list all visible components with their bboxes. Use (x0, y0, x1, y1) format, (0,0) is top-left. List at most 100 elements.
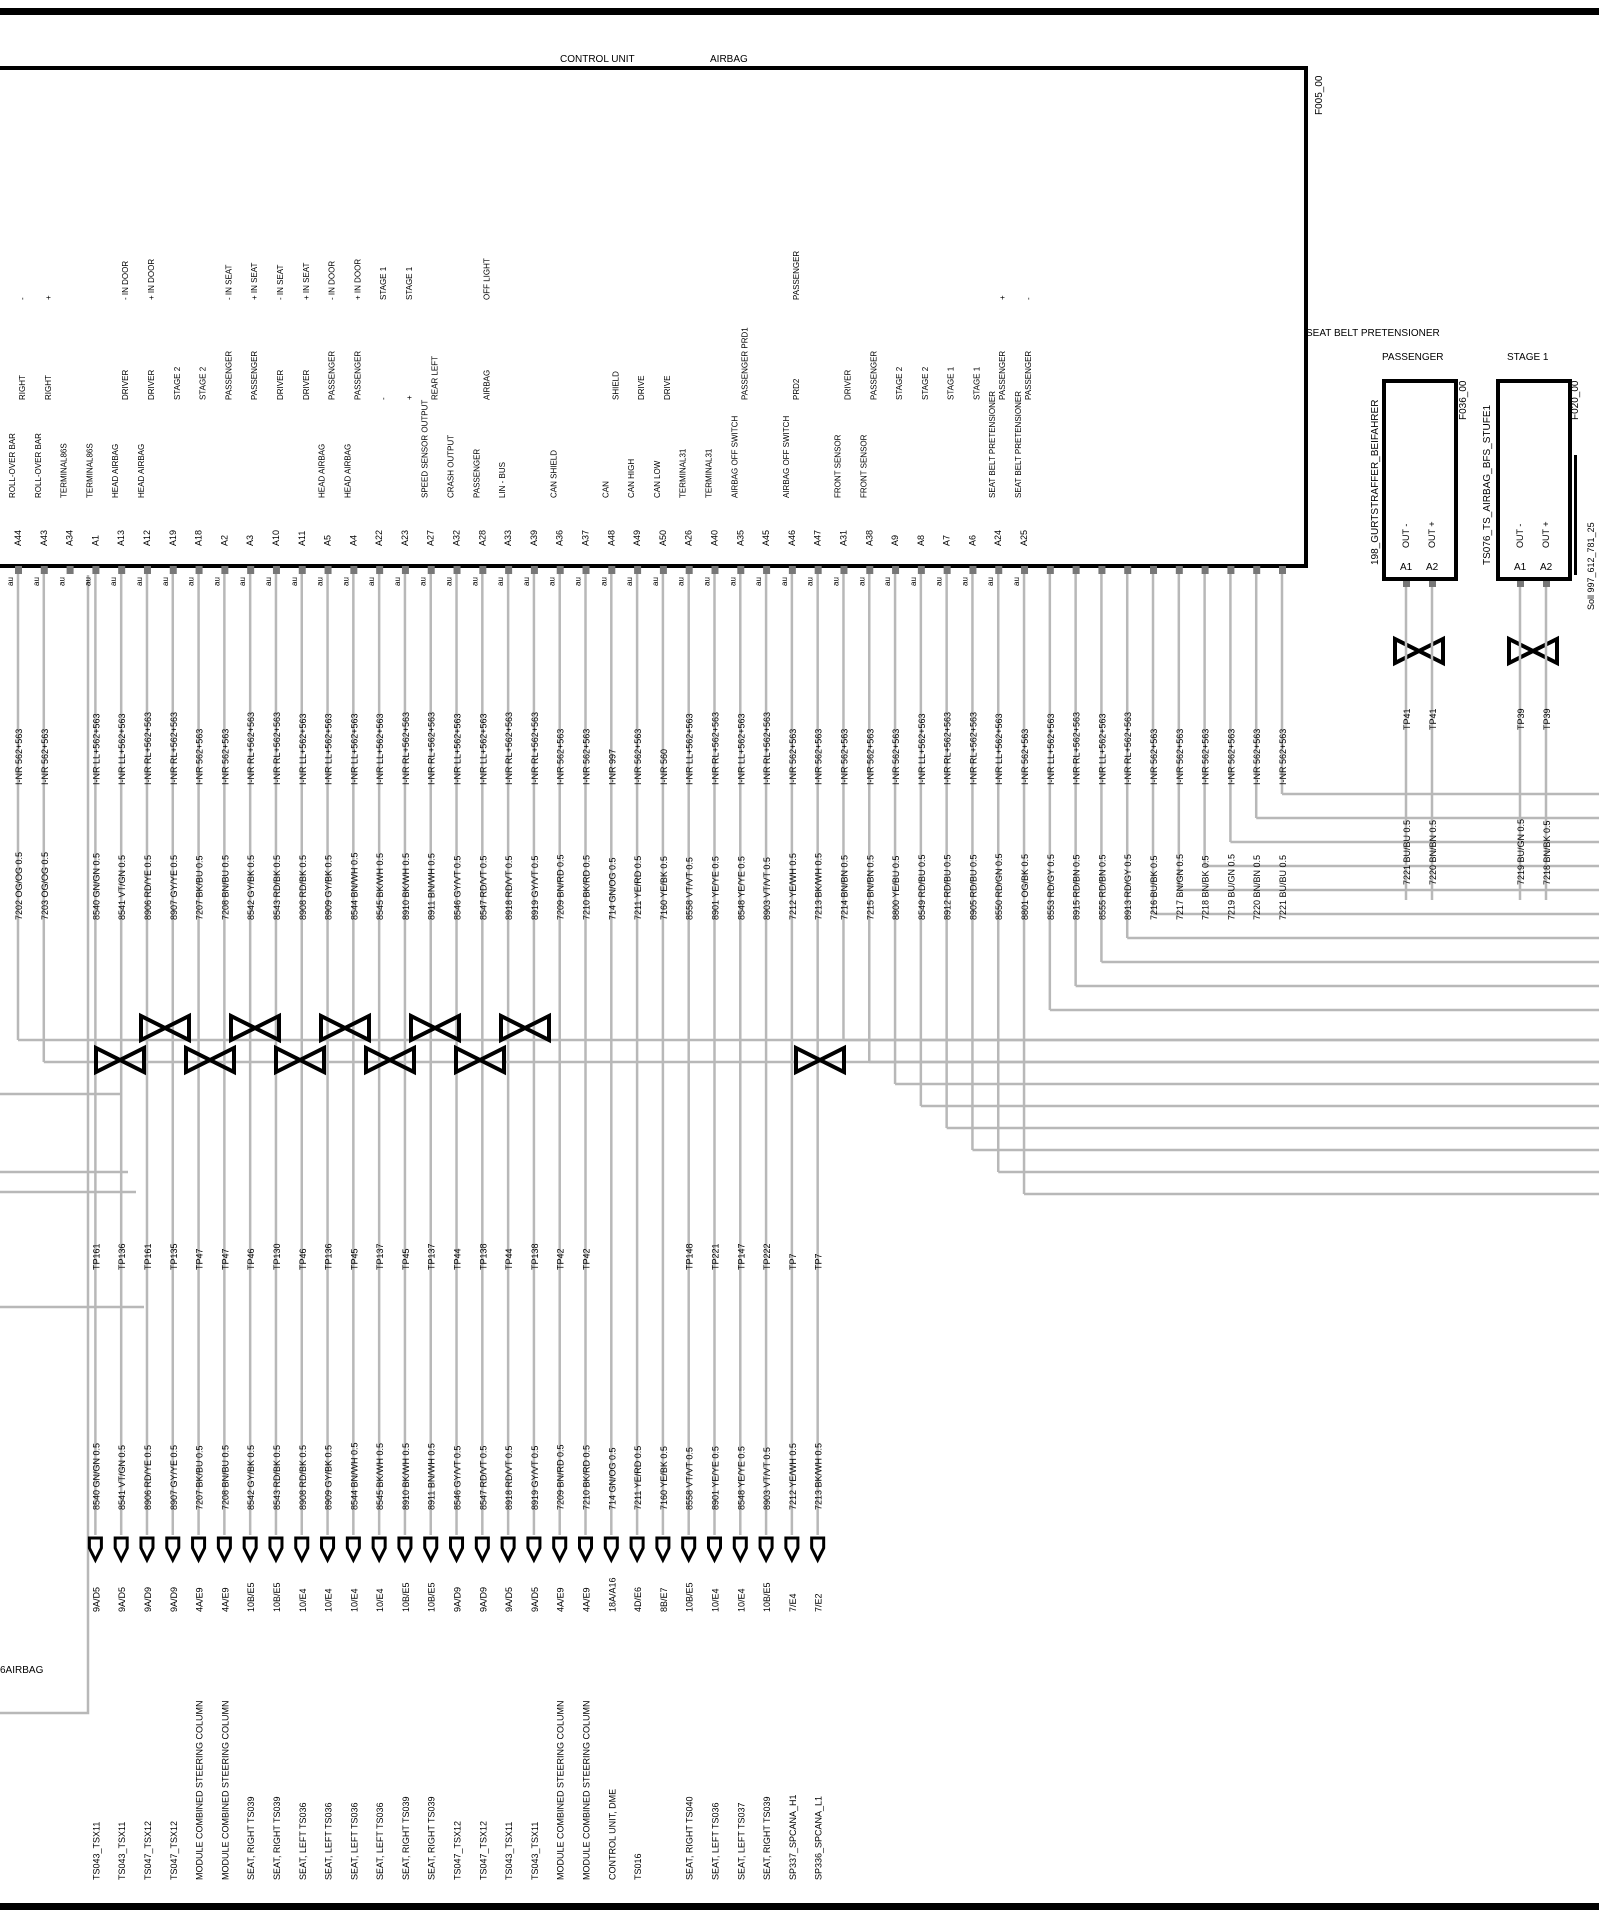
pin-stub (1279, 566, 1286, 574)
pin-function-label: PASSENGER (869, 351, 878, 400)
pin-au-label: au (677, 577, 686, 586)
pin-au-label: au (393, 577, 402, 586)
wire-condition-label: I-NR 562+563 (865, 729, 875, 785)
destination-label: SEAT, RIGHT TS040 (685, 1796, 695, 1880)
connector-ref-label: 10/E4 (736, 1588, 746, 1612)
pin-function-label: DRIVER (843, 370, 852, 400)
connector-terminal (732, 1536, 748, 1564)
wire-id-label: 7219 BU/GN 0.5 (1226, 854, 1236, 920)
pin-stub (1227, 566, 1235, 574)
pin-function-label: DRIVER (147, 370, 156, 400)
wire-condition-label: I-NR 562+563 (1278, 729, 1288, 785)
pin-au-label: au (419, 577, 428, 586)
wire-condition-label: I-NR 562+563 (839, 729, 849, 785)
wire-id-label: 8801 OG/BK 0.5 (1020, 854, 1030, 920)
connector-terminal (345, 1536, 361, 1564)
pin-number: A33 (503, 530, 513, 546)
pin-function-label: TERMINAL86S (60, 443, 69, 498)
pin-number: A9 (890, 535, 900, 546)
connector-terminal (706, 1536, 722, 1564)
wire-condition-label: I-NR LL+562+563 (478, 713, 488, 785)
pin-function-label: DRIVER (121, 370, 130, 400)
pin-function-label: AIRBAG OFF SWITCH (782, 416, 791, 498)
wire-id-label: 8918 RD/VT 0.5 (504, 856, 514, 920)
pin-number: A3 (245, 535, 255, 546)
wire-id-label: 714 GN/OG 0.5 (607, 1447, 617, 1510)
twist-point-label: TP47 (220, 1248, 230, 1270)
destination-label: SEAT, LEFT TS036 (349, 1802, 359, 1880)
wire-id-label: 8540 GN/GN 0.5 (91, 1443, 101, 1510)
pin-number: A47 (813, 530, 823, 546)
pin-function-label: STAGE 1 (947, 366, 956, 400)
wire-condition-label: I-NR LL+562+563 (349, 713, 359, 785)
pin-function-label: + IN SEAT (250, 262, 259, 300)
connector-terminal (191, 1536, 207, 1564)
pin-au-label: au (58, 577, 67, 586)
destination-label: TS043_TSX11 (530, 1822, 540, 1880)
wire-id-label: 8544 BN/WH 0.5 (349, 1442, 359, 1510)
destination-label: TS016 (633, 1853, 643, 1880)
wire-id-label: 7214 BN/BN 0.5 (839, 855, 849, 920)
pin-stub (479, 566, 487, 574)
pin-stub (427, 566, 435, 574)
destination-label: SEAT, LEFT TS036 (298, 1802, 308, 1880)
pin-au-label: au (212, 577, 221, 586)
pin-function-label: REAR LEFT (431, 356, 440, 400)
destination-label: SEAT, RIGHT TS039 (272, 1796, 282, 1880)
pin-au-label: au (548, 577, 557, 586)
destination-label: TS047_TSX12 (169, 1821, 179, 1880)
wire-id-label: 8915 RD/BN 0.5 (1072, 854, 1082, 920)
twist-point-label: TP44 (504, 1248, 514, 1270)
connector-ref-label: 10B/E5 (762, 1582, 772, 1612)
wire-condition-label: I-NR RL+562+563 (427, 712, 437, 785)
doc-id: Soll 997_612_781_25 (1586, 522, 1596, 610)
wire-id-label: 8547 RD/VT 0.5 (478, 856, 488, 920)
destination-label: SEAT, LEFT TS036 (710, 1802, 720, 1880)
twist-point-label: TP137 (375, 1243, 385, 1270)
pin-function-label: + IN DOOR (353, 259, 362, 300)
pin-function-label: CAN (601, 481, 610, 498)
pretensioner-pin: A1 (1514, 562, 1527, 573)
connector-terminal (655, 1536, 671, 1564)
wire-condition-label: I-NR RL+562+563 (246, 712, 256, 785)
twist-point-label: TP42 (556, 1248, 566, 1270)
connector-terminal (784, 1536, 800, 1564)
twist-point-label: TP136 (117, 1243, 127, 1270)
pretensioner-group-label: STAGE 1 (1507, 352, 1549, 363)
pin-stub (788, 566, 796, 574)
wire-id-label: 8913 RD/GY 0.5 (1123, 854, 1133, 920)
connector-ref-label: 10B/E5 (272, 1582, 282, 1612)
wire-id-label: 8545 BK/WH 0.5 (375, 1443, 385, 1510)
pin-stub (943, 566, 951, 574)
pin-au-label: au (651, 577, 660, 586)
pretensioner-output-label: OUT - (1515, 524, 1525, 548)
pin-function-label: PASSENGER PRD1 (740, 327, 749, 400)
pin-function-label: DRIVE (663, 376, 672, 400)
pin-function-label: STAGE 1 (379, 266, 388, 300)
connector-terminal (371, 1536, 387, 1564)
pin-number: A27 (426, 530, 436, 546)
pin-function-label: DRIVER (276, 370, 285, 400)
pin-number: A6 (967, 535, 977, 546)
doc-id-bar (1574, 455, 1577, 575)
connector-terminal (629, 1536, 645, 1564)
wire-id-label: 8542 GY/BK 0.5 (246, 855, 256, 920)
pin-stub (556, 566, 564, 574)
wire-condition-label: I-NR RL+562+563 (1123, 712, 1133, 785)
pin-function-label: - (1024, 297, 1033, 300)
destination-label: TS043_TSX11 (504, 1822, 514, 1880)
pin-function-label: SEAT BELT PRETENSIONER (988, 391, 997, 498)
wire-condition-label: I-NR RL+562+563 (272, 712, 282, 785)
wire-id-label: 8907 GY/YE 0.5 (169, 855, 179, 920)
pin-function-label: HEAD AIRBAG (343, 444, 352, 498)
wire-condition-label: I-NR 562+563 (1149, 729, 1159, 785)
connector-ref-label: 10/E4 (710, 1588, 720, 1612)
wire-id-label: 8548 YE/YE 0.5 (736, 1446, 746, 1510)
pin-function-label: TERMINAL31 (679, 448, 688, 498)
pin-number: A24 (993, 530, 1003, 546)
wire-id-label: 8906 RD/YE 0.5 (143, 1445, 153, 1510)
pin-number: A13 (116, 530, 126, 546)
wire-id-label: 7216 BU/BK 0.5 (1149, 855, 1159, 920)
